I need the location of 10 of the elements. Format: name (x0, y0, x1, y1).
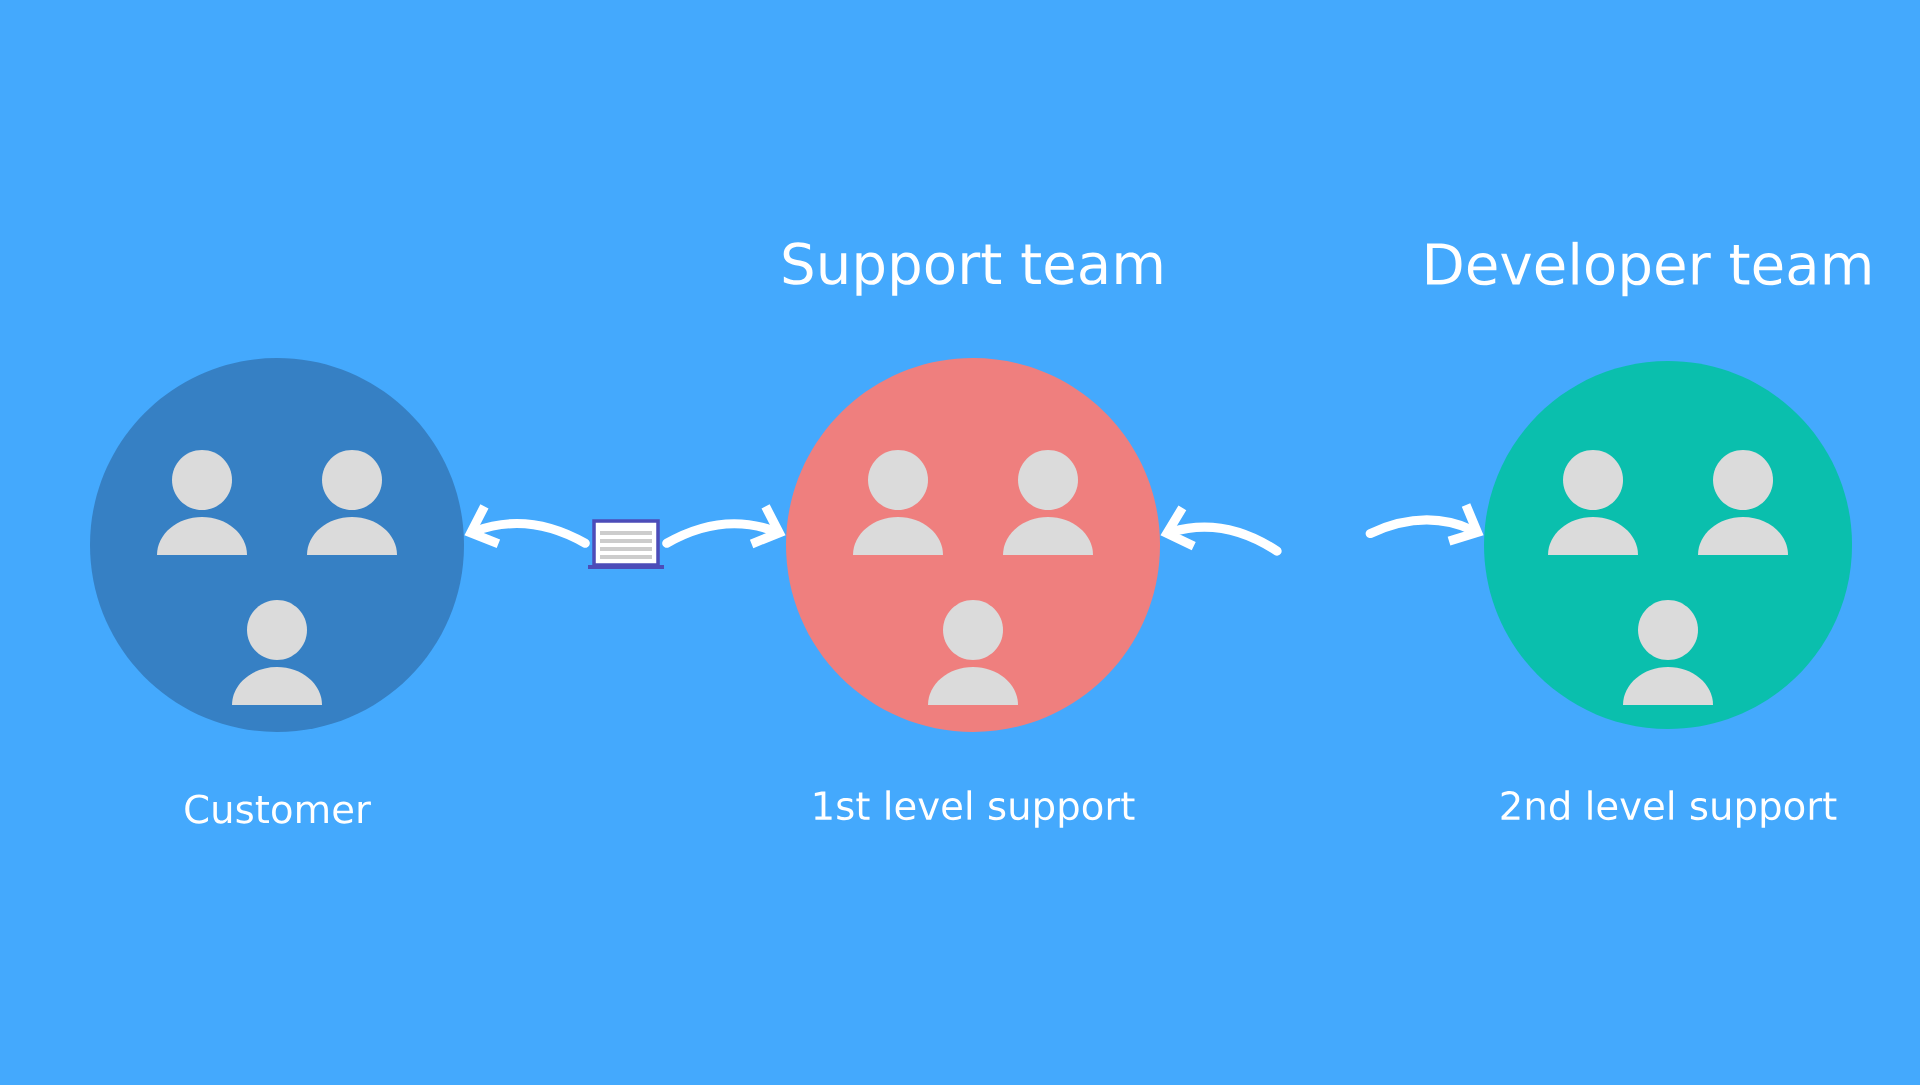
team-title: Support team (783, 242, 1162, 296)
curved-arrow (1160, 505, 1282, 556)
laptop-icon (588, 519, 664, 569)
role-caption: Customer (185, 794, 371, 824)
curved-arrow (1365, 503, 1484, 546)
curved-arrow (464, 504, 590, 549)
role-caption: 2nd level support (1501, 790, 1837, 828)
team-title: Developer team (1427, 241, 1870, 297)
role-caption: 1st level support (814, 790, 1135, 828)
curved-arrow (662, 504, 786, 549)
